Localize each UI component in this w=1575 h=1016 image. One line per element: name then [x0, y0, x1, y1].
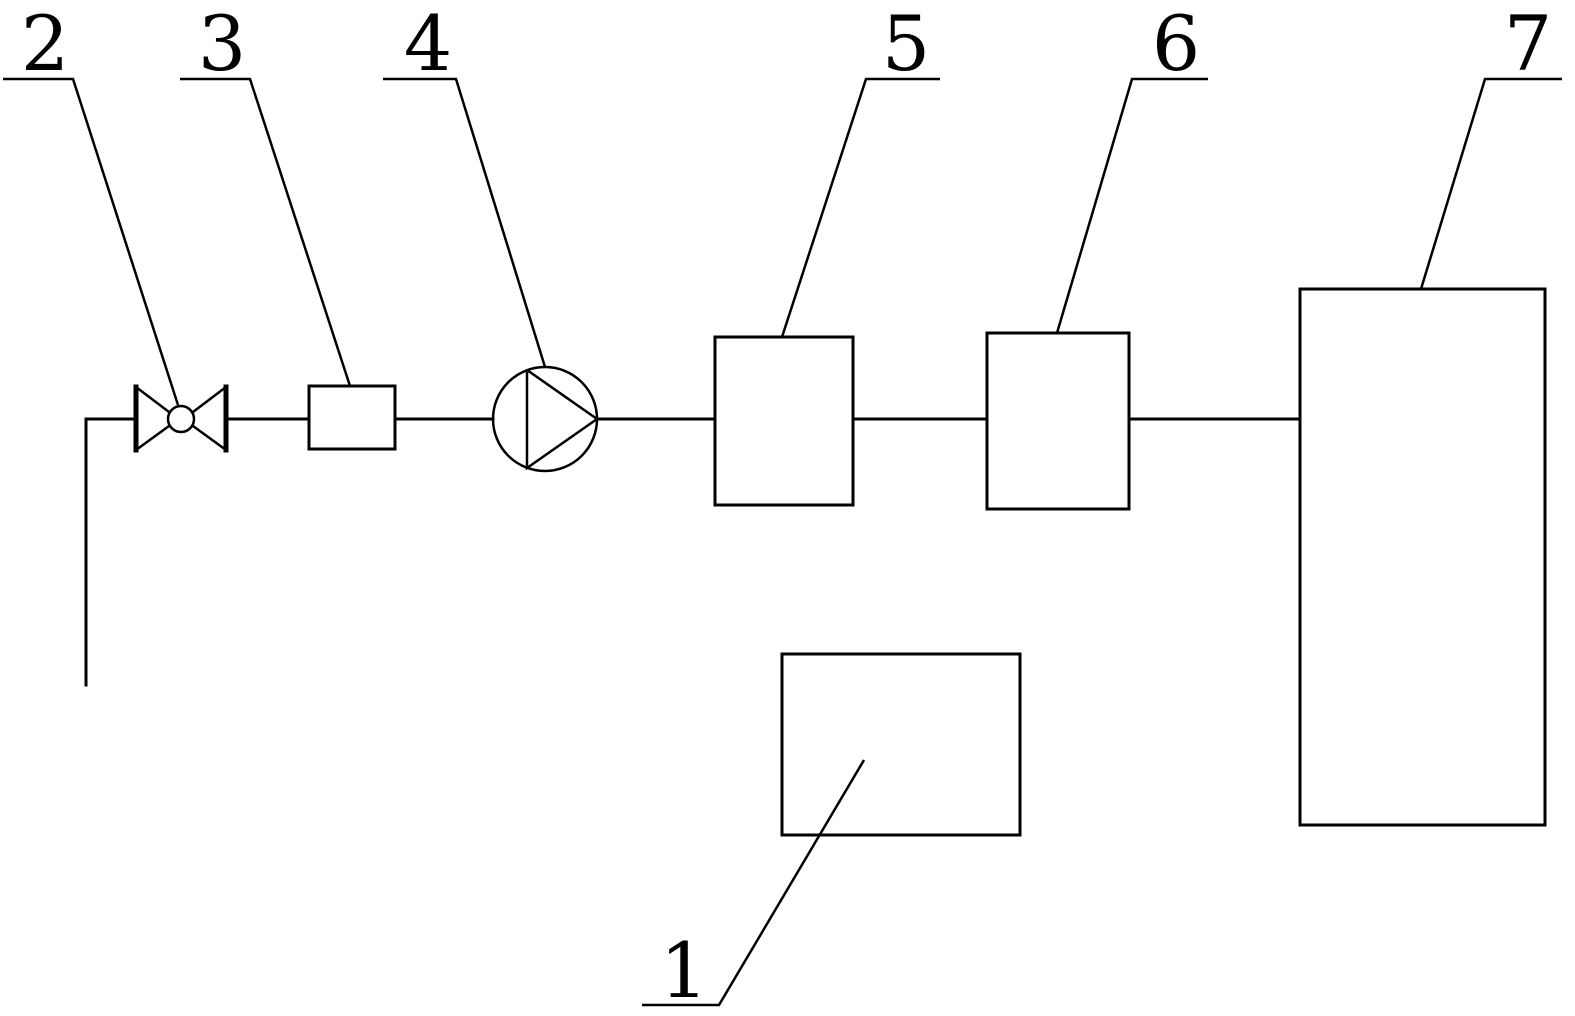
- label-3: 3: [198, 0, 246, 88]
- label-4: 4: [404, 0, 452, 88]
- label-5: 5: [882, 0, 930, 88]
- inlet-pipe: [84, 417, 138, 687]
- pump-icon: [491, 365, 600, 473]
- leader-7: [1419, 77, 1562, 290]
- unit-7-box: [1298, 287, 1547, 827]
- label-2: 2: [21, 0, 69, 88]
- leader-2: [3, 77, 180, 406]
- leader-5: [780, 77, 940, 338]
- unit-5-box: [713, 335, 855, 507]
- leader-4: [383, 77, 547, 368]
- leader-lines: [3, 77, 1562, 1007]
- valve-icon: [133, 384, 229, 453]
- label-1: 1: [660, 926, 708, 1015]
- leader-6: [1055, 77, 1208, 334]
- leader-1: [642, 759, 866, 1007]
- filter-box: [307, 384, 397, 451]
- label-6: 6: [1152, 0, 1200, 88]
- leader-3: [180, 77, 352, 387]
- label-7: 7: [1504, 0, 1552, 88]
- unit-6-box: [985, 331, 1131, 511]
- unit-1-box: [780, 652, 1022, 837]
